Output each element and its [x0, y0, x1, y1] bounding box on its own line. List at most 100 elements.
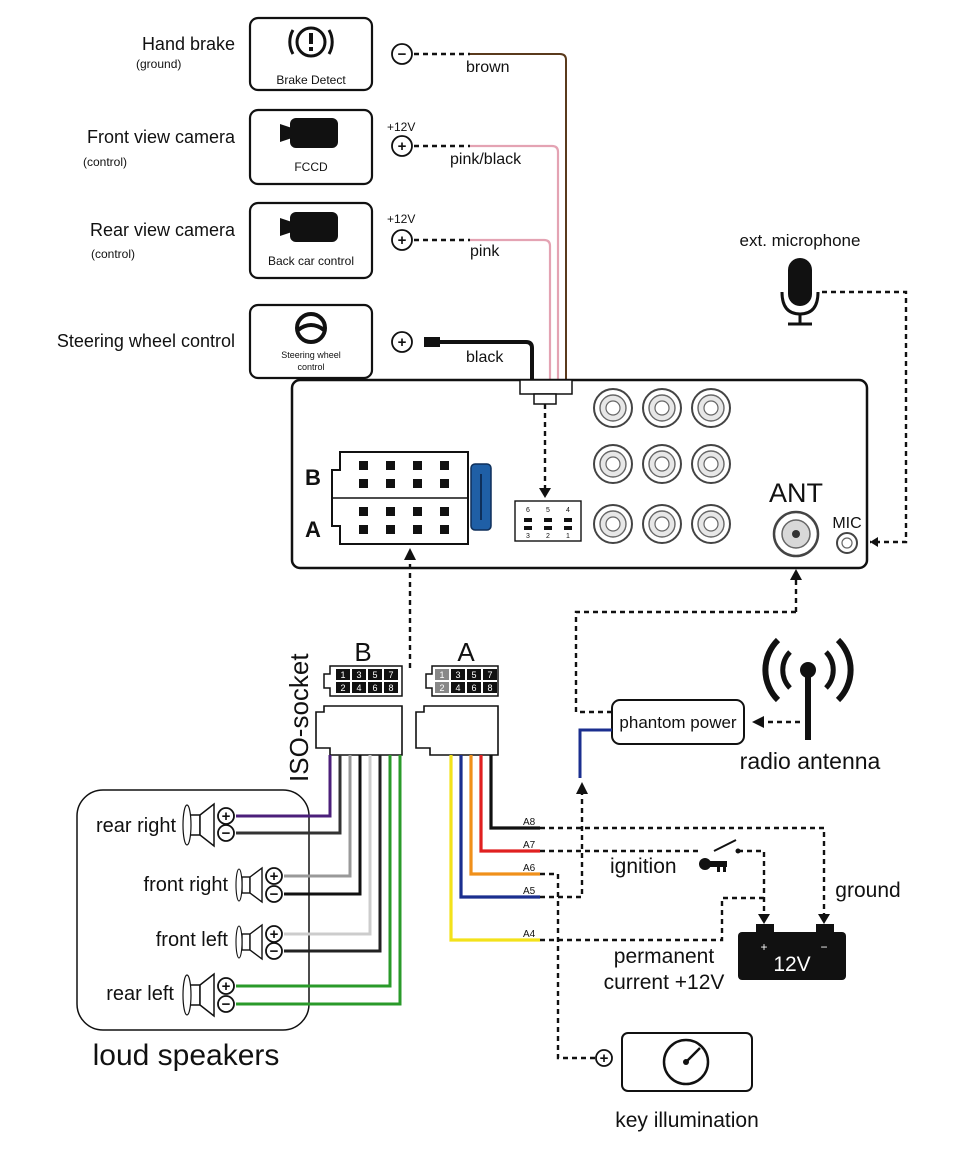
steering-group: Steering wheel control Steering wheel co… — [57, 303, 504, 380]
pin-label: 3 — [455, 670, 460, 680]
camera-plug-tab — [533, 393, 557, 405]
mic-arrow-icon — [870, 537, 878, 547]
permanent-label-1: permanent — [614, 945, 715, 968]
iso-a-pins: 1 3 5 7 2 4 6 8 — [435, 669, 497, 693]
speakers-frame — [76, 789, 310, 1031]
battery-icon — [738, 932, 846, 980]
mic-dash — [822, 290, 908, 544]
battery-minus: − — [820, 940, 827, 954]
back-car-label: Back car control — [268, 254, 354, 268]
pin-a5-label: A5 — [523, 886, 536, 897]
pink-wire — [470, 238, 552, 380]
pin-label: 5 — [546, 507, 550, 514]
ignition-group: ignition — [610, 839, 741, 878]
minus-terminal-glyph: − — [222, 996, 231, 1013]
illumination-dash — [540, 872, 596, 1060]
unit-connector-a-label: A — [305, 517, 321, 542]
minus-terminal-glyph: − — [270, 886, 279, 903]
ignition-to-battery-dash — [738, 849, 766, 918]
b-harness — [236, 755, 402, 1006]
antenna-jack-icon — [772, 510, 820, 558]
iso-b-pins: 1 3 5 7 2 4 6 8 — [336, 669, 398, 693]
speaker-label-front-left: front left — [156, 929, 229, 951]
rca-jack — [593, 388, 633, 428]
pin-label: 2 — [439, 683, 444, 693]
speaker-icon — [235, 866, 263, 904]
rca-jack — [593, 444, 633, 484]
pin-label: 7 — [487, 670, 492, 680]
pin-label: 2 — [546, 533, 550, 540]
pin-a6-label: A6 — [523, 863, 536, 874]
wire-rear-left-minus — [236, 755, 402, 1006]
front-camera-sub: (control) — [83, 155, 127, 169]
minus-terminal-glyph: − — [398, 46, 407, 63]
iso-socket: ISO-socket B A 1 3 5 7 2 4 6 8 1 3 5 7 2 — [284, 548, 499, 782]
rca-jacks — [593, 388, 731, 544]
front-camera-title: Front view camera — [87, 127, 236, 147]
minus-terminal-icon — [391, 43, 413, 65]
camera-icon — [280, 212, 338, 242]
switch-icon — [713, 839, 737, 852]
pin-label: 7 — [388, 670, 393, 680]
hand-brake-group: Hand brake (ground) Brake Detect − brown — [136, 16, 510, 92]
rca-jack — [642, 388, 682, 428]
unit-iso-pins — [359, 461, 449, 534]
pin-a8-label: A8 — [523, 817, 536, 828]
plug-arrow-icon — [539, 488, 551, 498]
pin-label: 1 — [566, 533, 570, 540]
fccd-label: FCCD — [294, 160, 328, 174]
pin-label: 5 — [372, 670, 377, 680]
rca-jack — [593, 504, 633, 544]
wire-front-left-plus — [284, 755, 372, 936]
front-camera-group: Front view camera (control) FCCD +12V + … — [83, 108, 522, 186]
pin-label: 4 — [566, 507, 570, 514]
wire-rear-right-plus — [236, 755, 332, 818]
key-icon — [699, 858, 727, 872]
rca-jack — [642, 444, 682, 484]
jack-plug-icon — [424, 337, 440, 347]
ant-label: ANT — [769, 478, 823, 508]
pin-label: 3 — [526, 533, 530, 540]
plus-terminal-icon — [595, 1049, 613, 1067]
wire-front-right-minus — [284, 755, 362, 896]
mic-jack-label: MIC — [832, 515, 861, 532]
speaker-label-rear-right: rear right — [96, 815, 176, 837]
ignition-label: ignition — [610, 855, 677, 878]
battery-plus: + — [760, 940, 767, 954]
radio-antenna-icon — [762, 637, 854, 740]
head-unit: B A 6 5 4 3 2 1 — [290, 378, 869, 570]
battery-group: ground + − 12V permanent current +12V — [604, 879, 901, 994]
camera-icon — [280, 118, 338, 148]
pin-label: 6 — [471, 683, 476, 693]
speaker-icon — [182, 972, 215, 1018]
phantom-power-label: phantom power — [619, 713, 737, 732]
permanent-dash — [540, 896, 764, 942]
mic-jack-icon — [836, 532, 858, 554]
battery-label: 12V — [773, 953, 810, 976]
mic-label: ext. microphone — [740, 231, 861, 250]
plus-terminal-glyph: + — [222, 808, 231, 825]
speaker-icon — [182, 802, 215, 848]
pin-label: 5 — [471, 670, 476, 680]
rca-jack — [691, 504, 731, 544]
speakers-title: loud speakers — [93, 1039, 280, 1072]
rca-jack — [642, 504, 682, 544]
ground-dash — [540, 826, 826, 918]
plus-terminal-icon — [391, 229, 413, 251]
wire-front-right-plus — [284, 755, 352, 878]
wire-a7 — [479, 755, 540, 853]
brake-warning-icon — [288, 26, 334, 58]
plus-terminal-glyph: + — [222, 978, 231, 995]
wire-a5 — [459, 755, 540, 899]
pink-black-wire-label: pink/black — [450, 151, 522, 168]
key-illumination-group: + key illumination — [595, 1032, 759, 1132]
ground-arrow-icon — [818, 914, 830, 924]
brown-wire — [470, 53, 567, 380]
camera-plug — [519, 379, 573, 395]
pin-label: 6 — [372, 683, 377, 693]
front-camera-voltage: +12V — [387, 120, 415, 134]
antenna-group: phantom power radio antenna — [574, 569, 881, 778]
hand-brake-title: Hand brake — [142, 34, 235, 54]
phantom-dash — [574, 610, 796, 714]
